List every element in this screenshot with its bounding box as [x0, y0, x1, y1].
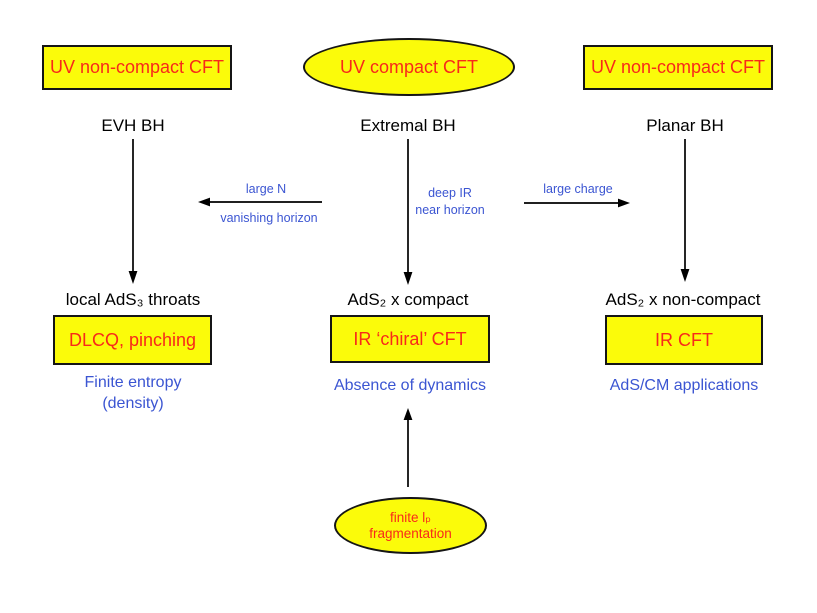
uv-noncompact-cft-right-label: UV non-compact CFT — [590, 57, 766, 77]
uv-compact-cft-label: UV compact CFT — [339, 56, 479, 77]
ads2-compact-title: AdS₂ x compact — [347, 290, 469, 309]
ir-chiral-cft-box: IR ‘chiral’ CFT — [330, 315, 490, 363]
dlcq-pinching-label: DLCQ, pinching — [68, 329, 197, 350]
vanishing-horizon-note: vanishing horizon — [220, 211, 318, 225]
extremal-bh-label: Extremal BH — [360, 116, 456, 135]
ads-cm-applications-caption: AdS/CM applications — [609, 377, 759, 394]
finite-entropy-caption-line1: Finite entropy — [84, 374, 182, 391]
arrow-extremal-to-ads2-compact — [403, 139, 413, 285]
fragmentation-line: fragmentation — [369, 525, 452, 541]
large-n-note: large N — [245, 182, 287, 196]
arrow-fragmentation-up — [403, 408, 413, 487]
arrow-planar-to-ads2-noncompact — [680, 139, 690, 282]
ir-chiral-cft-label: IR ‘chiral’ CFT — [353, 328, 467, 349]
dlcq-pinching-box: DLCQ, pinching — [53, 315, 212, 365]
uv-compact-cft-ellipse: UV compact CFT — [303, 38, 515, 96]
evh-bh-label: EVH BH — [101, 116, 165, 135]
uv-noncompact-cft-left-label: UV non-compact CFT — [49, 57, 225, 77]
ir-cft-label: IR CFT — [655, 329, 713, 350]
arrow-evh-to-ads3-throats — [128, 139, 138, 284]
finite-entropy-caption: Finite entropy (density) — [85, 372, 182, 414]
local-ads3-throats-title: local AdS₃ throats — [65, 290, 201, 309]
ir-cft-box: IR CFT — [605, 315, 763, 365]
finite-lp-line: finite lₚ — [389, 509, 432, 525]
arrow-large-charge-right — [524, 198, 630, 208]
ads2-noncompact-title: AdS₂ x non-compact — [605, 290, 761, 309]
uv-noncompact-cft-box-left: UV non-compact CFT — [42, 45, 232, 90]
uv-noncompact-cft-box-right: UV non-compact CFT — [583, 45, 773, 90]
absence-of-dynamics-caption: Absence of dynamics — [333, 377, 487, 394]
deep-ir-note-line2: near horizon — [415, 202, 485, 217]
large-charge-note: large charge — [543, 182, 613, 196]
deep-ir-note-line1: deep IR — [428, 186, 472, 200]
finite-lp-fragmentation-label: finite lₚ fragmentation — [369, 510, 452, 542]
planar-bh-label: Planar BH — [646, 116, 724, 135]
finite-entropy-caption-line2: (density) — [102, 395, 164, 413]
arrow-large-n-left — [198, 197, 322, 207]
deep-ir-near-horizon-note: deep IR near horizon — [415, 185, 485, 219]
finite-lp-fragmentation-ellipse: finite lₚ fragmentation — [334, 497, 487, 554]
